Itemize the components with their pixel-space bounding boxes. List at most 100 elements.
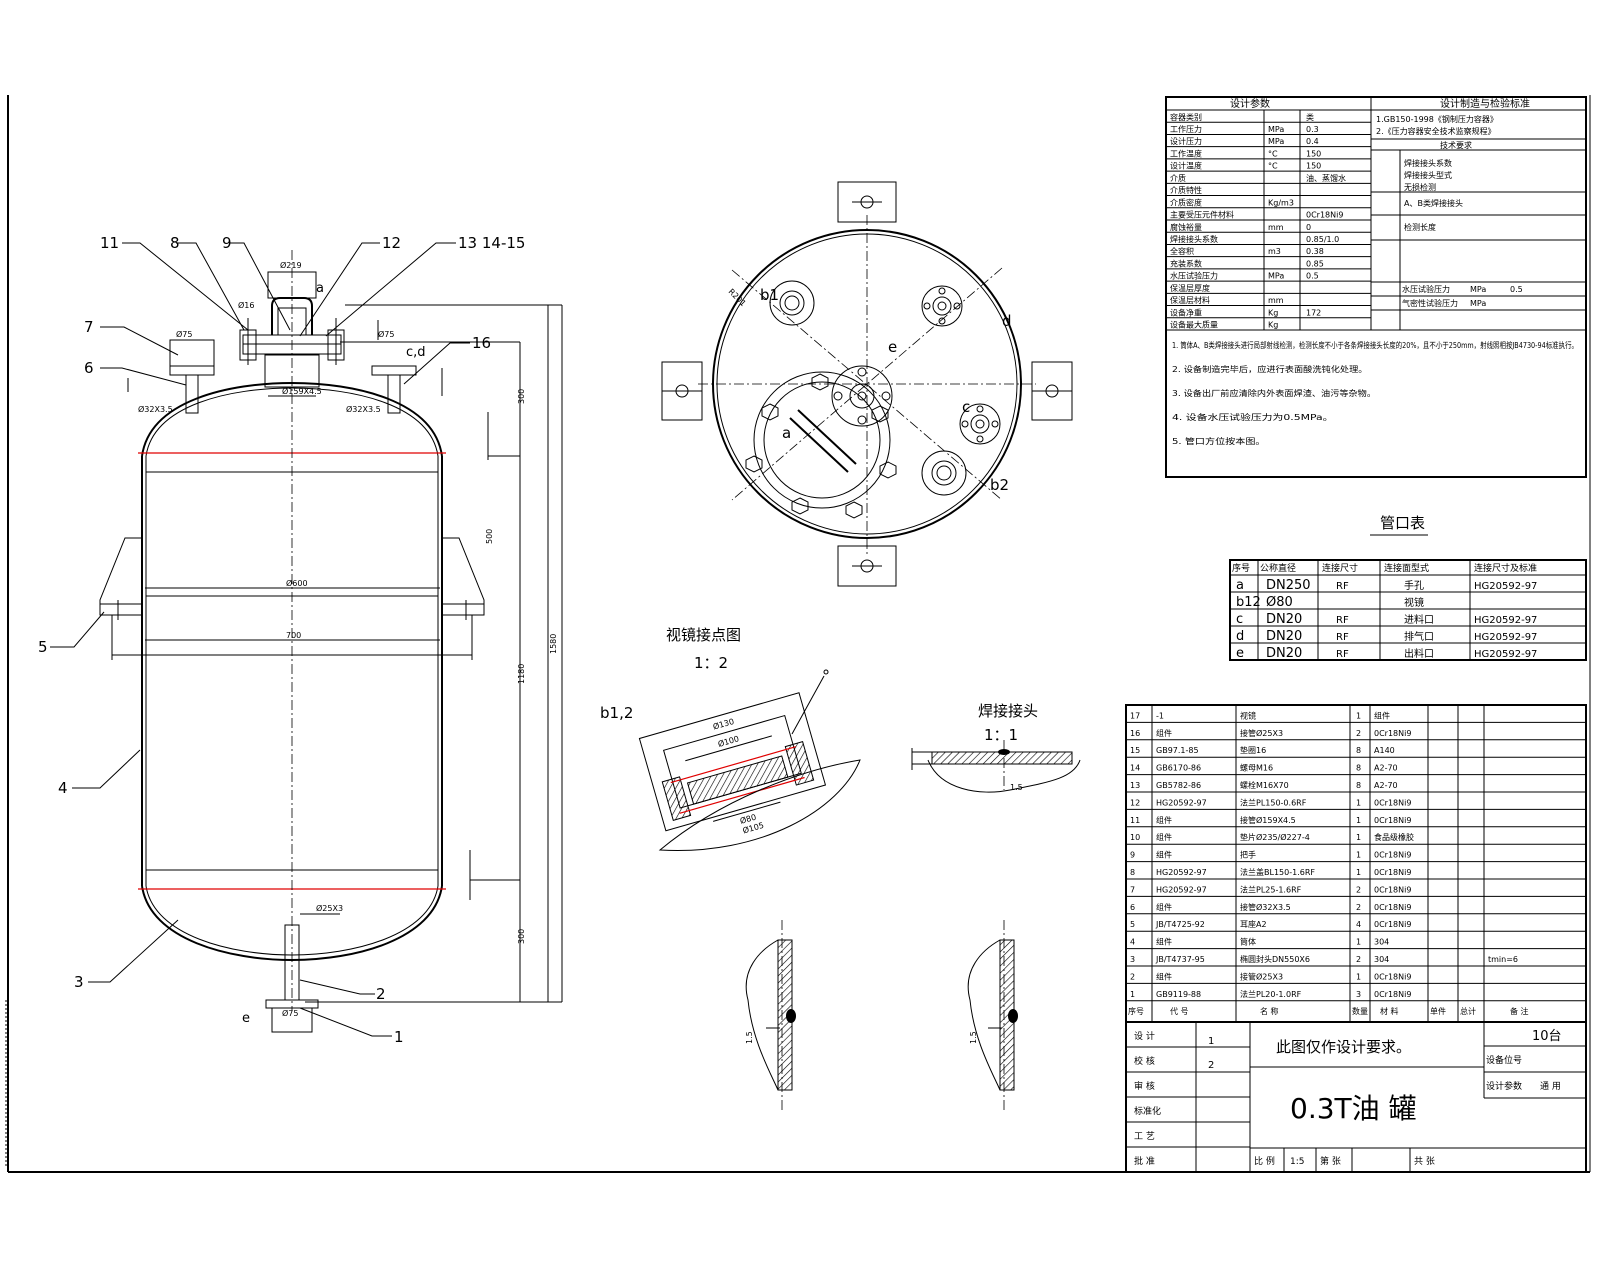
callout-3: 3 [74, 973, 84, 991]
part-no: 16 [1130, 729, 1140, 738]
standard-1: 1.GB150-1998《钢制压力容器》 [1376, 114, 1498, 124]
part-name: 视镜 [1240, 710, 1256, 720]
part-code: 组件 [1156, 937, 1172, 947]
test-label-1: MPa [1470, 285, 1486, 294]
param-name: 腐蚀裕量 [1170, 222, 1202, 232]
part-material: 0Cr18Ni9 [1374, 851, 1411, 860]
param-value: 150 [1306, 149, 1321, 158]
part-code: 组件 [1156, 815, 1172, 825]
requirement-line: 5. 管口方位按本图。 [1172, 436, 1266, 446]
nozzle-table-title: 管口表 [1380, 514, 1425, 532]
plan-label-b1: b1 [760, 286, 779, 304]
part-no: 17 [1130, 711, 1140, 720]
svg-text:Ø159X4.5: Ø159X4.5 [282, 386, 322, 396]
role-label: 工 艺 [1134, 1131, 1155, 1142]
part-no: 10 [1130, 833, 1140, 842]
part-material: A2-70 [1374, 781, 1398, 790]
svg-text:Ø32X3.5: Ø32X3.5 [138, 404, 173, 414]
standard-2: 2.《压力容器安全技术监察规程》 [1376, 126, 1496, 136]
nozzle-id: a [1236, 578, 1244, 593]
nozzle-std: HG20592-97 [1474, 649, 1537, 660]
part-no: 15 [1130, 746, 1140, 755]
nozzle-std: HG20592-97 [1474, 632, 1537, 643]
designer-2: 2 [1208, 1060, 1214, 1071]
right-note-5: 检测长度 [1404, 222, 1436, 232]
part-qty: 1 [1356, 868, 1361, 877]
part-qty: 1 [1356, 798, 1361, 807]
parts-header-cell: 序号 [1128, 1006, 1144, 1016]
shell-weld-section-right: 1.5 [967, 920, 1018, 1110]
param-name: 设计压力 [1170, 136, 1202, 146]
part-material: 组件 [1374, 710, 1390, 720]
part-code: HG20592-97 [1156, 868, 1207, 877]
param-name: 充装系数 [1170, 258, 1202, 268]
part-qty: 1 [1356, 816, 1361, 825]
part-material: 304 [1374, 938, 1389, 947]
requirement-line: 4. 设备水压试验压力为0.5MPa。 [1172, 412, 1334, 422]
nozzle-header-cell: 连接尺寸及标准 [1474, 562, 1537, 574]
part-name: 螺母M16 [1240, 763, 1273, 773]
part-qty: 4 [1356, 920, 1361, 929]
part-name: 垫圈16 [1240, 745, 1266, 755]
nozzle-dn: Ø80 [1266, 595, 1293, 610]
part-material: 0Cr18Ni9 [1374, 903, 1411, 912]
part-material: A2-70 [1374, 764, 1398, 773]
requirement-line: 2. 设备制造完毕后，应进行表面酸洗钝化处理。 [1172, 364, 1368, 374]
param-unit: °C [1268, 149, 1278, 158]
param-unit: mm [1268, 296, 1284, 305]
param-value: 0.38 [1306, 247, 1324, 256]
param-name: 工作压力 [1170, 124, 1202, 134]
nozzle-use: 进料口 [1404, 613, 1434, 626]
param-value: 150 [1306, 162, 1321, 171]
part-no: 6 [1130, 903, 1135, 912]
test-label-3: 气密性试验压力 [1402, 298, 1458, 308]
part-no: 8 [1130, 868, 1135, 877]
part-no: 1 [1130, 990, 1135, 999]
part-no: 13 [1130, 781, 1140, 790]
param-unit: MPa [1268, 125, 1284, 134]
part-code: 组件 [1156, 850, 1172, 860]
part-code: JB/T4737-95 [1155, 955, 1205, 964]
callout-1: 1 [394, 1028, 404, 1046]
param-value: 0.85/1.0 [1306, 235, 1339, 244]
callout-4: 4 [58, 779, 68, 797]
callout-9: 9 [222, 234, 232, 252]
svg-text:1580: 1580 [549, 634, 558, 654]
svg-text:Ø25X3: Ø25X3 [316, 903, 343, 913]
part-no: 7 [1130, 885, 1135, 894]
technical-requirements: 1. 筒体A、B类焊接接头进行局部射线检测，检测长度不小于各条焊接接头长度的20… [1172, 340, 1578, 446]
tb-bottom-3: 共 张 [1414, 1156, 1435, 1167]
weld-scale: 1：1 [984, 726, 1018, 744]
param-name: 水压试验压力 [1170, 271, 1218, 281]
part-material: 0Cr18Ni9 [1374, 920, 1411, 929]
part-no: 14 [1130, 764, 1140, 773]
param-unit: mm [1268, 223, 1284, 232]
right-note-1: 焊接接头系数 [1404, 158, 1452, 168]
param-value: 0.3 [1306, 125, 1319, 134]
part-qty: 2 [1356, 903, 1361, 912]
param-unit: Kg [1268, 321, 1278, 330]
part-note: tmin=6 [1488, 955, 1518, 964]
callout-11: 11 [100, 234, 119, 252]
part-name: 法兰PL25-1.6RF [1240, 884, 1302, 894]
nozzle-use: 排气口 [1404, 630, 1434, 643]
elev-label-e: e [242, 1011, 250, 1026]
quantity: 10台 [1532, 1029, 1562, 1044]
nozzle-dn: DN20 [1266, 646, 1302, 661]
param-name: 设备净重 [1170, 307, 1202, 317]
dimension-lines: 300 500 1180 1580 300 Ø600 700 Ø75 Ø75 Ø… [127, 260, 563, 1018]
nozzle-dn: DN20 [1266, 612, 1302, 627]
part-material: 0Cr18Ni9 [1374, 729, 1411, 738]
requirement-line: 3. 设备出厂前应清除内外表面焊渣、油污等杂物。 [1172, 388, 1376, 398]
nozzle-header-cell: 连接面型式 [1384, 562, 1429, 574]
param-value: 类 [1306, 112, 1314, 122]
param-value: 172 [1306, 308, 1321, 317]
role-label: 校 核 [1134, 1055, 1155, 1067]
sight-glass-tag: b1,2 [600, 704, 633, 722]
tb-right-label-1: 设计参数 [1486, 1080, 1522, 1092]
param-name: 介质 [1170, 173, 1186, 183]
